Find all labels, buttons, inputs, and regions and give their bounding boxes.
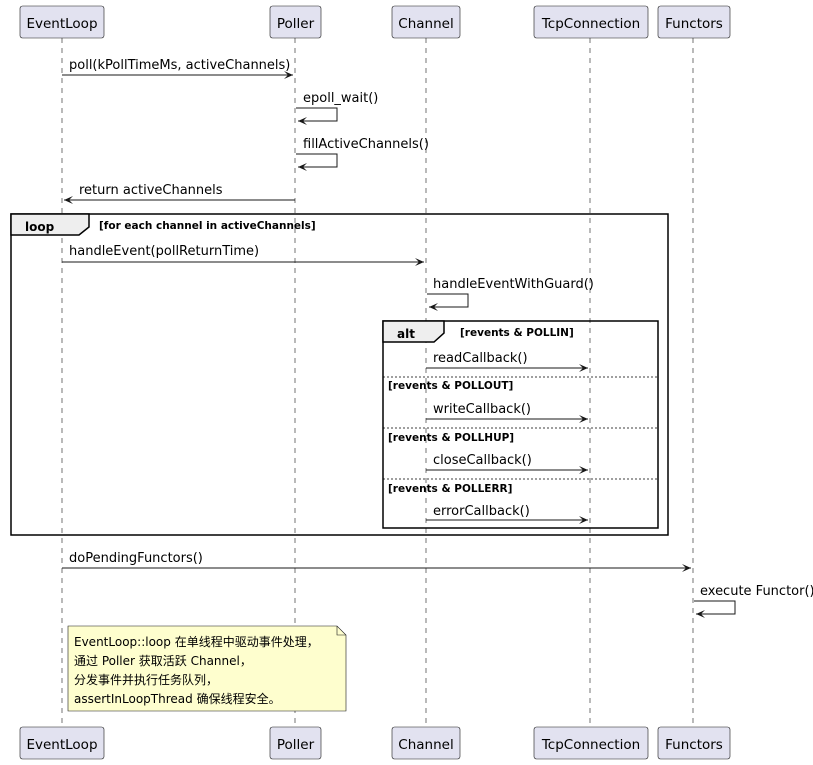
message-return-active-channels: return activeChannels	[64, 183, 295, 204]
participant-channel-bottom: Channel	[391, 726, 461, 760]
participant-functors-bottom: Functors	[657, 726, 731, 760]
message-close-callback: closeCallback()	[426, 453, 588, 474]
participant-poller-bottom: Poller	[269, 726, 322, 760]
message-fill-active-channels: fillActiveChannels()	[296, 137, 429, 171]
message-label: readCallback()	[433, 351, 528, 366]
participant-eventloop-bottom: EventLoop	[19, 726, 105, 760]
participant-label: Poller	[277, 16, 315, 32]
message-label: closeCallback()	[433, 453, 532, 468]
alt-fragment: alt [revents & POLLIN] [revents & POLLOU…	[382, 320, 659, 529]
participant-tcpconnection-bottom: TcpConnection	[533, 726, 649, 760]
participant-eventloop-top: EventLoop	[19, 5, 105, 39]
message-label: handleEvent(pollReturnTime)	[69, 244, 259, 259]
message-poll: poll(kPollTimeMs, activeChannels)	[62, 58, 293, 79]
message-do-pending-functors: doPendingFunctors()	[62, 551, 691, 572]
message-label: execute Functor()	[700, 584, 813, 599]
else-guard-pollhup: [revents & POLLHUP]	[388, 432, 514, 444]
loop-keyword: loop	[25, 220, 55, 234]
participant-channel-top: Channel	[391, 5, 461, 39]
note: EventLoop::loop 在单线程中驱动事件处理， 通过 Poller 获…	[67, 625, 347, 712]
lifelines	[61, 38, 694, 728]
else-guard-pollerr: [revents & POLLERR]	[388, 483, 512, 495]
participant-functors-top: Functors	[657, 5, 731, 39]
note-line: 分发事件并执行任务队列，	[74, 672, 218, 687]
message-handle-event-with-guard: handleEventWithGuard()	[427, 277, 594, 311]
message-label: return activeChannels	[79, 183, 223, 198]
participant-label: Functors	[665, 737, 723, 753]
message-read-callback: readCallback()	[426, 351, 588, 372]
participant-label: EventLoop	[26, 16, 97, 32]
participant-label: Functors	[665, 16, 723, 32]
message-label: doPendingFunctors()	[69, 551, 203, 566]
alt-guard: [revents & POLLIN]	[460, 327, 574, 339]
loop-fragment: loop [for each channel in activeChannels…	[10, 213, 669, 536]
message-handle-event: handleEvent(pollReturnTime)	[62, 244, 424, 266]
participant-label: TcpConnection	[541, 737, 640, 753]
note-line: assertInLoopThread 确保线程安全。	[74, 691, 281, 706]
message-epoll-wait: epoll_wait()	[296, 91, 378, 125]
message-label: poll(kPollTimeMs, activeChannels)	[69, 58, 290, 73]
message-label: handleEventWithGuard()	[433, 277, 594, 292]
else-guard-pollout: [revents & POLLOUT]	[388, 380, 513, 392]
message-write-callback: writeCallback()	[426, 402, 588, 423]
participant-tcpconnection-top: TcpConnection	[533, 5, 649, 39]
participant-label: EventLoop	[26, 737, 97, 753]
loop-guard: [for each channel in activeChannels]	[99, 220, 316, 232]
message-label: epoll_wait()	[303, 91, 378, 106]
message-error-callback: errorCallback()	[426, 504, 588, 524]
message-label: writeCallback()	[433, 402, 531, 417]
message-label: errorCallback()	[433, 504, 530, 519]
participant-label: TcpConnection	[541, 16, 640, 32]
participant-poller-top: Poller	[269, 5, 322, 39]
message-execute-functor: execute Functor()	[694, 584, 813, 618]
participant-label: Channel	[398, 737, 453, 753]
note-line: 通过 Poller 获取活跃 Channel，	[74, 654, 252, 668]
participant-label: Poller	[277, 737, 315, 753]
message-label: fillActiveChannels()	[303, 137, 429, 152]
alt-keyword: alt	[397, 327, 415, 341]
note-line: EventLoop::loop 在单线程中驱动事件处理，	[74, 634, 319, 649]
participant-label: Channel	[398, 16, 453, 32]
